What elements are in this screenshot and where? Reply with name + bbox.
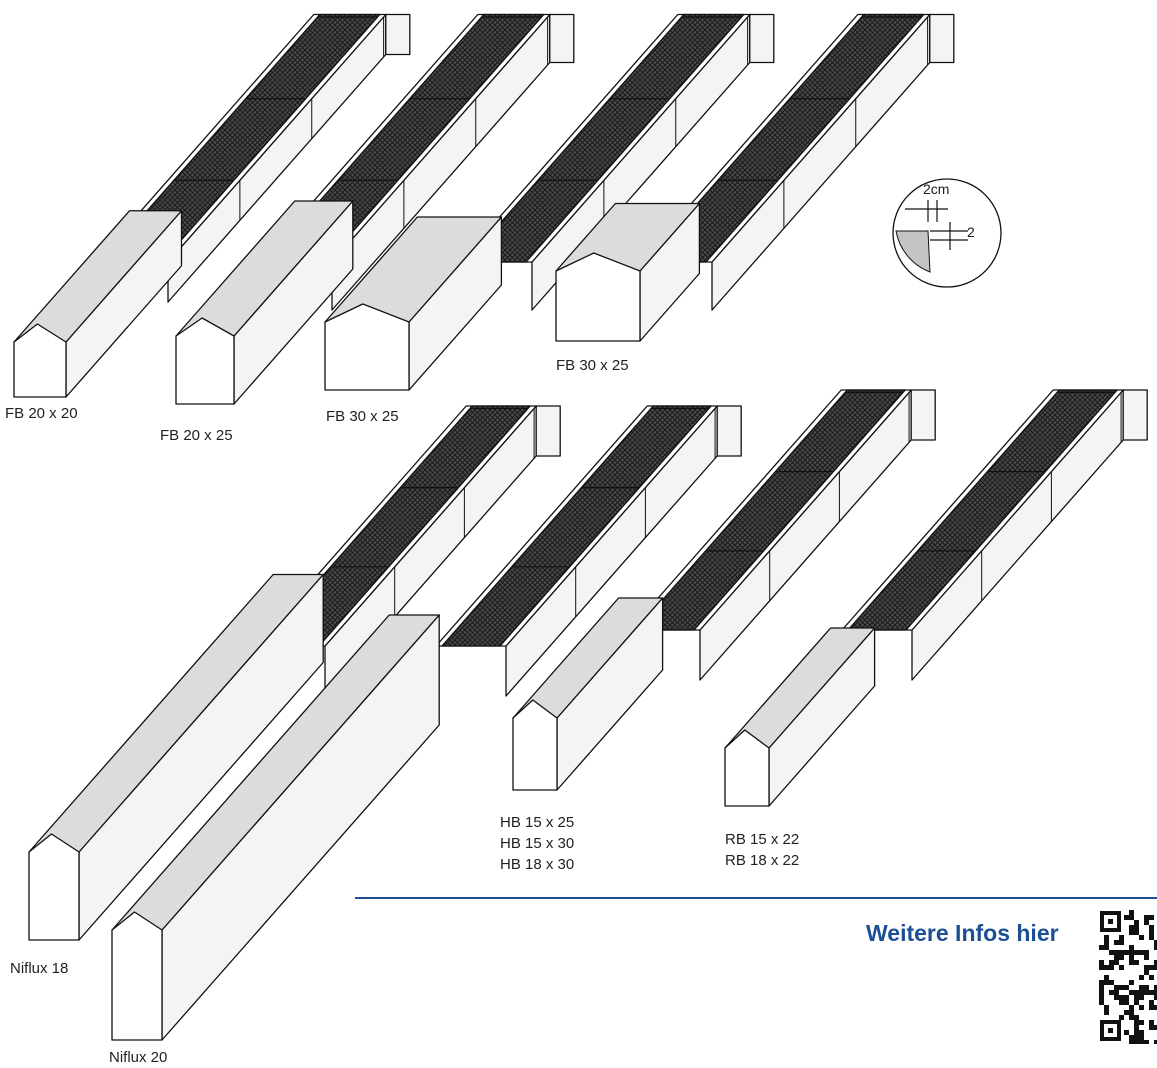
channel-fb-20x20 — [13, 13, 411, 398]
body-front-profile — [555, 252, 641, 342]
body-front-profile — [175, 317, 235, 405]
channel-end-cap — [716, 405, 742, 457]
label-rb-list: RB 15 x 22 RB 18 x 22 — [725, 829, 799, 871]
body-front-profile — [324, 303, 410, 391]
channel-niflux-20 — [111, 405, 742, 1041]
label-hb-list: HB 15 x 25 HB 15 x 30 HB 18 x 30 — [500, 812, 574, 875]
channel-end-cap — [549, 13, 575, 64]
label-hb-15x30: HB 15 x 30 — [500, 835, 575, 852]
channel-fb-30x25-a — [324, 13, 775, 391]
footer-divider — [355, 897, 1157, 899]
channel-fb-30x25-b — [555, 13, 955, 342]
label-niflux-18: Niflux 18 — [10, 960, 69, 977]
channel-end-cap — [1122, 389, 1148, 441]
detail-top-dimension: 2cm — [923, 181, 949, 197]
channel-niflux-18 — [28, 405, 561, 941]
channel-grate — [441, 405, 712, 647]
body-front-profile — [28, 833, 80, 941]
body-front-profile — [512, 699, 558, 791]
channel-end-cap — [910, 389, 936, 441]
corner-detail-callout: 2cm 2 — [892, 178, 1002, 288]
label-fb-20x20: FB 20 x 20 — [5, 405, 78, 422]
more-info-link[interactable]: Weitere Infos hier — [866, 920, 1059, 946]
channel-end-cap — [535, 405, 561, 457]
qr-code-icon[interactable] — [1099, 910, 1157, 1044]
body-front-profile — [13, 323, 67, 398]
channel-grate — [635, 389, 906, 631]
label-fb-30x25-a: FB 30 x 25 — [326, 408, 399, 425]
channel-hb — [512, 389, 936, 791]
channel-rb — [724, 389, 1148, 807]
label-niflux-20: Niflux 20 — [109, 1049, 168, 1066]
label-rb-15x22: RB 15 x 22 — [725, 831, 800, 848]
channel-grate — [847, 389, 1118, 631]
channel-grate — [465, 13, 745, 263]
label-rb-18x22: RB 18 x 22 — [725, 852, 800, 869]
detail-side-dimension: 2 — [967, 224, 975, 240]
body-front-profile — [111, 911, 163, 1041]
channel-fb-20x25 — [175, 13, 575, 405]
channel-end-cap — [749, 13, 775, 64]
label-fb-30x25-b: FB 30 x 25 — [556, 357, 629, 374]
body-front-profile — [724, 729, 770, 807]
channel-end-cap — [385, 13, 411, 56]
channel-end-cap — [929, 13, 955, 64]
label-hb-18x30: HB 18 x 30 — [500, 856, 575, 873]
label-hb-15x25: HB 15 x 25 — [500, 814, 575, 831]
label-fb-20x25: FB 20 x 25 — [160, 427, 233, 444]
